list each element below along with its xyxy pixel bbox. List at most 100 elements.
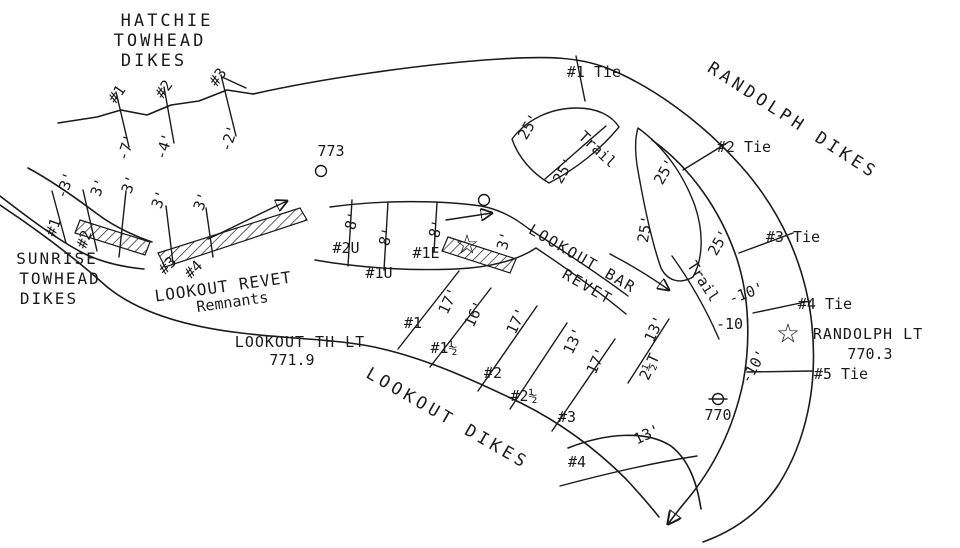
map-label-hatchie-dike2-num: #2 xyxy=(151,77,176,102)
map-label-mile-770: 770 xyxy=(704,406,731,424)
hatchie-dike-3-branch xyxy=(221,76,247,89)
map-label-lookout-depth2: 16' xyxy=(461,298,489,330)
map-label-hatchie-depth2: -4' xyxy=(151,131,176,162)
map-marker-channel-circle xyxy=(477,193,491,207)
map-label-depth-8c: 8' xyxy=(425,218,447,240)
map-label-dike-1e: #1E xyxy=(412,244,439,262)
randolph-tie-4 xyxy=(752,300,811,314)
map-label-depth-8a: 8' xyxy=(341,210,363,232)
map-label-mile-773: 773 xyxy=(317,142,344,160)
lookout-revet-strip-small xyxy=(74,219,151,256)
lookout-dike-2half xyxy=(509,322,568,410)
map-label-randolph-lt-mile: 770.3 xyxy=(847,345,892,363)
trail-island-outline xyxy=(511,107,620,184)
map-label-lookout-depth1: 17' xyxy=(435,285,463,317)
map-marker-mile-770-light xyxy=(708,392,728,406)
map-marker-lookout-th-light-star: ☆ xyxy=(455,230,479,261)
map-label-hatchie-depth3: -2' xyxy=(216,123,241,154)
bar-top-line xyxy=(329,200,530,230)
map-label-depth-8b: 8' xyxy=(375,226,397,248)
map-label-lookout-th-lt: LOOKOUT TH LT xyxy=(235,333,365,351)
randolph-tie-2 xyxy=(682,142,728,171)
map-label-sunrise-depth4: 3' xyxy=(190,190,213,213)
trail-bar-outline xyxy=(634,127,702,282)
map-label-sunrise-dike1-num: #1 xyxy=(42,216,65,239)
map-label-depth-3c: 3' xyxy=(493,230,515,252)
flow-arrow-layer xyxy=(207,201,669,290)
map-label-hatchie-dike3-num: #3 xyxy=(205,65,230,90)
map-label-sunrise-depth0: -3' xyxy=(52,169,78,201)
map-label-randolph-depth-25e: 25' xyxy=(704,226,733,258)
randolph-tie-5 xyxy=(746,370,813,373)
randolph-tie-1 xyxy=(575,55,586,102)
map-label-hatchie-line1: HATCHIE xyxy=(121,11,214,31)
lookout-revet-strip-large xyxy=(157,207,308,268)
map-label-lookout-dike3-num: #3 xyxy=(558,408,576,426)
hatchie-dike-2 xyxy=(163,86,175,144)
left-channel-upper-shoreline xyxy=(27,167,153,243)
map-label-hatchie-line2: TOWHEAD xyxy=(114,31,207,51)
map-label-hatchie-line3: DIKES xyxy=(121,51,187,71)
hatchie-bank-shoreline xyxy=(57,89,254,124)
map-label-lookout-dike1-num: #1 xyxy=(404,314,422,332)
map-label-lookout-dikes-title: LOOKOUT DIKES xyxy=(362,364,532,474)
markers-layer: ☆☆ xyxy=(314,164,800,406)
flow-arrow-2 xyxy=(445,213,492,220)
map-label-lookout-depth4: 13' xyxy=(560,325,588,357)
point-bar-edge xyxy=(567,434,702,510)
map-label-lookout-depth5: 17' xyxy=(583,345,611,377)
map-label-lookout-dike15-num: #1½ xyxy=(430,339,457,357)
dike-1u-line xyxy=(383,201,389,271)
map-marker-randolph-light-star: ☆ xyxy=(776,319,800,350)
map-label-tie1: #1 Tie xyxy=(567,63,621,81)
map-label-lookout-dike4-num: #4 xyxy=(568,453,586,471)
map-label-dike-2u: #2U xyxy=(332,239,359,257)
lookout-dike-3 xyxy=(551,338,616,432)
map-label-tie5: #5 Tie xyxy=(814,365,868,383)
dike-1e-line xyxy=(433,202,438,253)
dike-2u-line xyxy=(347,199,353,267)
lookout-trail-dike xyxy=(627,318,670,384)
map-label-sunrise-depth1: 3' xyxy=(87,176,110,199)
left-channel-lower-shoreline xyxy=(0,195,145,270)
lookout-bar-revet-strip xyxy=(441,236,517,274)
map-label-tie3: #3 Tie xyxy=(766,228,820,246)
lookout-dike-4 xyxy=(559,455,698,487)
lookout-dike-1half xyxy=(429,287,492,368)
lookout-dike-1 xyxy=(397,270,460,350)
map-label-hatchie-dike1-num: #1 xyxy=(104,82,129,107)
lookout-dike-2 xyxy=(477,305,538,392)
shoreline-layer xyxy=(0,56,815,543)
randolph-tie-3 xyxy=(738,232,794,254)
map-label-lookout-dike25-num: #2½ xyxy=(510,387,537,405)
map-label-randolph-depth-25d: 25' xyxy=(634,214,656,244)
bar-bottom-line xyxy=(314,247,537,271)
map-label-lookout-th-lt-mile: 771.9 xyxy=(269,351,314,369)
map-label-lookout-depth6: 13' xyxy=(641,313,669,345)
north-bank-shoreline xyxy=(252,56,815,543)
trail-island-inner-line xyxy=(544,125,607,180)
map-label-lookout-depth7: 13' xyxy=(631,421,663,449)
hatchie-dike-3 xyxy=(220,74,237,137)
map-label-tie2: #2 Tie xyxy=(717,138,771,156)
sunrise-dike-1 xyxy=(51,190,67,244)
dike-layer xyxy=(51,55,813,487)
revetment-layer xyxy=(74,207,517,274)
map-label-lookout-trail-dike-label: 2½T xyxy=(636,351,664,383)
map-label-sunrise-line3: DIKES xyxy=(20,289,78,308)
map-label-randolph-depth-10c: -10' xyxy=(737,346,771,386)
map-label-randolph-dikes-title: RANDOLPH DIKES xyxy=(704,58,882,183)
map-label-sunrise-line2: TOWHEAD xyxy=(19,269,100,288)
bar-extension-bottom xyxy=(535,247,627,315)
map-label-sunrise-depth3: 3' xyxy=(148,188,171,211)
map-label-randolph-depth-25b: 25' xyxy=(549,154,578,186)
map-label-hatchie-depth1: -7' xyxy=(113,132,138,163)
map-label-dike-1u: #1U xyxy=(365,264,392,282)
map-label-randolph-depth-10b: -10' xyxy=(716,315,752,333)
map-label-randolph-depth-25a: 25' xyxy=(514,110,543,142)
map-label-sunrise-dike2-num: #2 xyxy=(73,228,96,251)
south-bank-shoreline xyxy=(0,204,660,518)
hatchie-dike-1 xyxy=(115,91,130,148)
